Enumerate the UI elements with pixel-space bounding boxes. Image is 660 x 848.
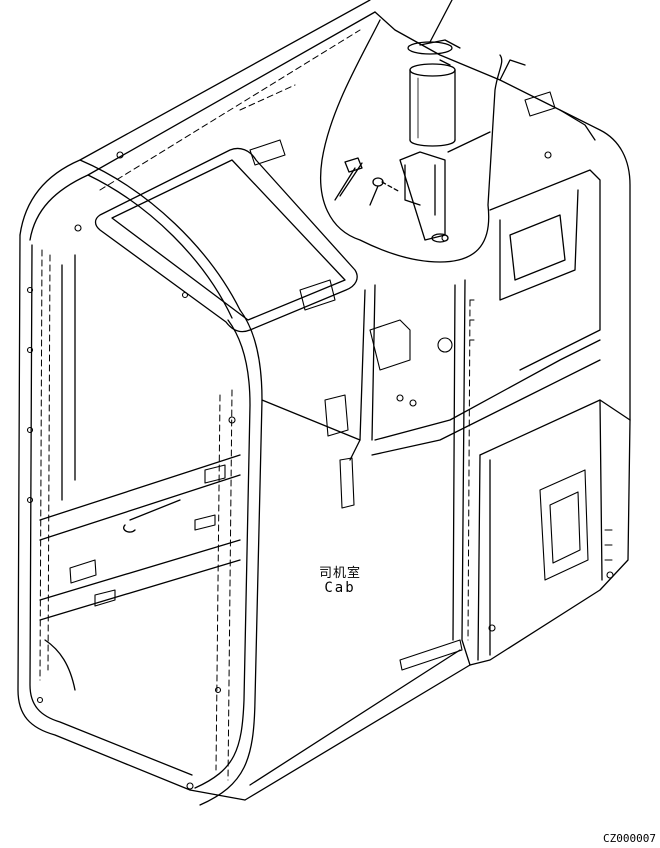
interior-brackets [69,91,589,671]
hidden-edges [39,29,471,781]
right-wall-ticks [469,299,613,561]
cab-frame [17,0,631,806]
cab-label-english: Cab [324,580,356,596]
frame-holes [26,151,614,790]
drawing-code: CZ000007 [603,832,656,845]
detail-callout [320,0,503,263]
cab-label-chinese: 司机室 [318,566,361,581]
